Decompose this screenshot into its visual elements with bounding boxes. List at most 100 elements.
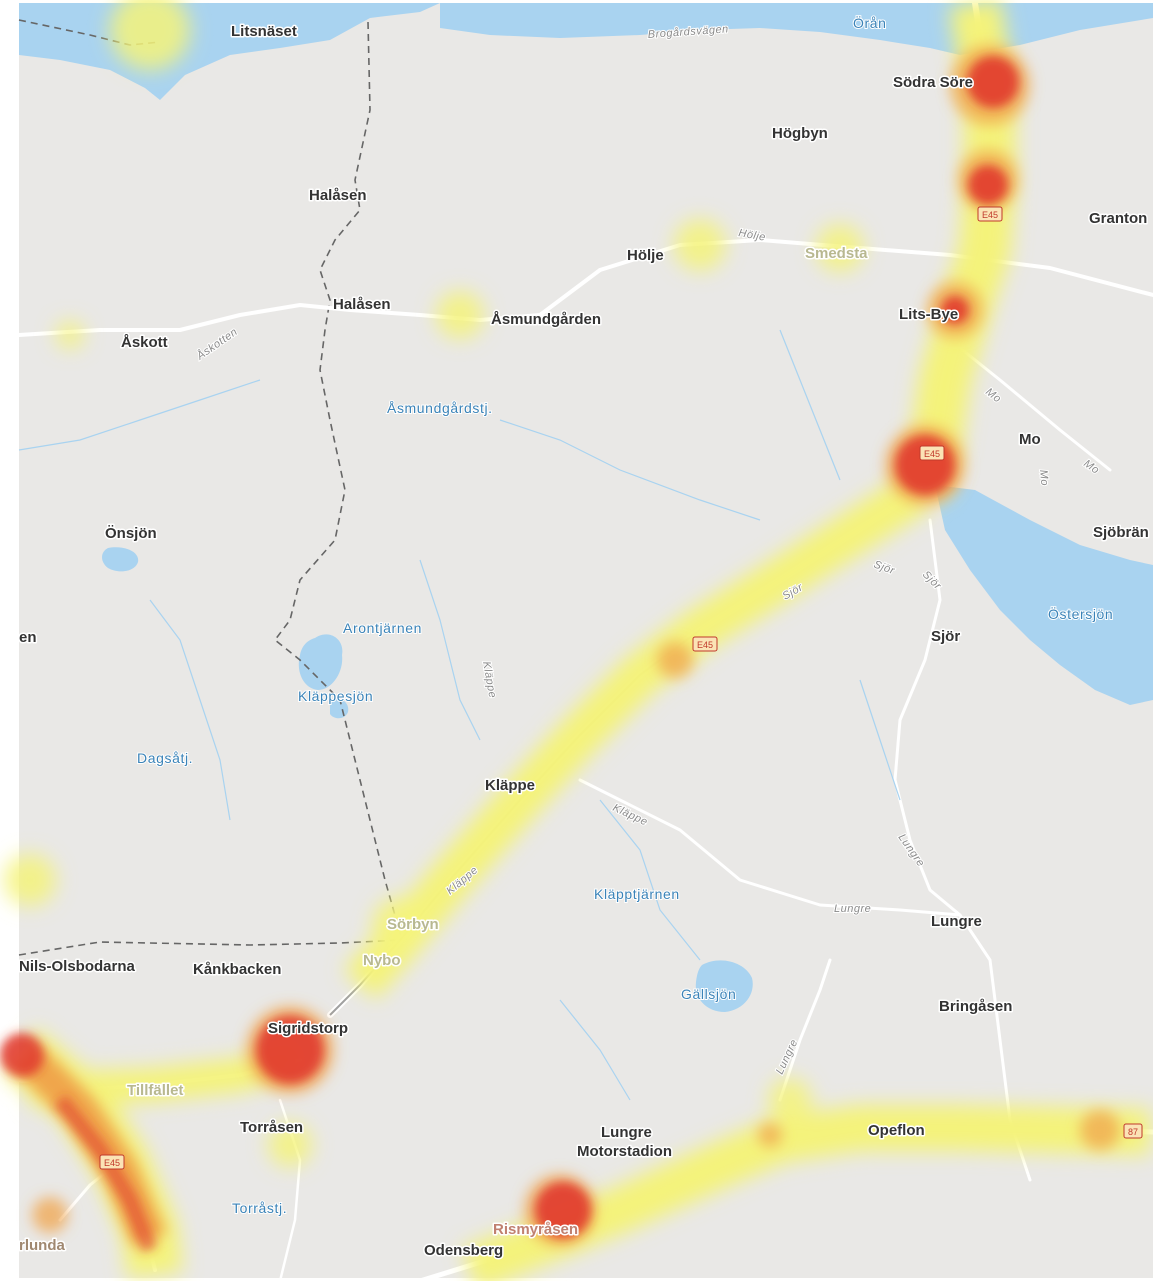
heat-87-mid xyxy=(1080,1110,1120,1150)
heat-smedsta xyxy=(816,224,864,272)
place-label-opeflon: Opeflon xyxy=(868,1122,925,1139)
shield-e45-mid-label: E45 xyxy=(697,640,713,650)
municipal-border-north xyxy=(18,19,161,46)
shield-road-87-label: 87 xyxy=(1128,1127,1138,1137)
municipal-border-horizontal xyxy=(18,939,403,956)
place-label-lits-bye: Lits-Bye xyxy=(899,306,958,323)
heat-corridor-e45-south xyxy=(343,471,932,1000)
place-label-sodra-sore: Södra Söre xyxy=(893,74,973,91)
stream-3 xyxy=(599,799,701,961)
heat-sw-high xyxy=(53,1095,158,1253)
place-label-sjor: Sjör xyxy=(931,628,960,645)
heat-litsnaset xyxy=(110,0,190,70)
shield-road-87: 87 xyxy=(1123,1123,1143,1139)
heat-torrasen xyxy=(268,1123,312,1167)
road-klappe-lungre xyxy=(578,778,962,917)
shield-e45-mo-label: E45 xyxy=(924,449,940,459)
heat-opeflon-mid xyxy=(758,1123,782,1147)
heat-holje xyxy=(674,219,726,271)
place-label-lunda: rlunda xyxy=(19,1237,65,1254)
heat-e45-north-high xyxy=(968,165,1008,205)
water-label-ostersjon: Östersjön xyxy=(1048,605,1113,622)
place-label-mo: Mo xyxy=(1019,431,1041,448)
road-lungre-vertical xyxy=(893,518,1032,1182)
shield-e45-south: E45 xyxy=(99,1154,125,1170)
place-label-kankbacken: Kånkbacken xyxy=(193,961,281,978)
place-label-holje: Hölje xyxy=(627,247,664,264)
shield-e45-mid: E45 xyxy=(692,636,718,652)
road-label-mo-2: Mo xyxy=(1037,469,1050,486)
heat-sw-edge-high xyxy=(0,1033,44,1077)
stream-1 xyxy=(18,379,261,451)
place-label-litsnaset: Litsnäset xyxy=(231,23,297,40)
stream-5 xyxy=(419,559,481,741)
shield-e45-north-label: E45 xyxy=(982,210,998,220)
place-label-lungre-motorstadion-1: Lungre xyxy=(601,1124,652,1141)
place-label-lungre: Lungre xyxy=(931,913,982,930)
place-label-sigridstorp: Sigridstorp xyxy=(268,1020,348,1037)
stream-4 xyxy=(149,599,231,821)
road-label-holje: Hölje xyxy=(737,227,766,244)
place-label-torrasen: Torråsen xyxy=(240,1119,303,1136)
place-label-smedsta: Smedsta xyxy=(805,245,868,262)
water-label-gallsjon: Gällsjön xyxy=(681,986,736,1002)
place-label-lungre-motorstadion-2: Motorstadion xyxy=(577,1143,672,1160)
border-layer xyxy=(18,19,403,956)
heat-e45-mid-mid xyxy=(657,642,693,678)
heat-sodra-sore-high xyxy=(967,56,1019,108)
road-lungre-north xyxy=(778,958,832,1102)
place-label-en: en xyxy=(19,629,37,646)
place-label-rismyrasen: Rismyråsen xyxy=(493,1221,578,1238)
water-label-torrastj: Torråstj. xyxy=(232,1200,287,1216)
water-label-oran: Örån xyxy=(853,14,887,31)
heat-sw-left-mid xyxy=(32,1197,68,1233)
lake-onsjon xyxy=(102,547,139,572)
shield-e45-south-label: E45 xyxy=(104,1158,120,1168)
place-label-nils-olsbodarna: Nils-Olsbodarna xyxy=(19,958,136,975)
place-label-sjobran: Sjöbrän xyxy=(1093,524,1149,541)
place-label-sorbyn: Sörbyn xyxy=(387,916,439,933)
stream-6 xyxy=(779,329,841,481)
place-label-asmundgarden: Åsmundgården xyxy=(491,311,601,328)
stream-8 xyxy=(859,679,901,801)
place-label-bringasen: Bringåsen xyxy=(939,998,1012,1015)
stream-2 xyxy=(499,419,761,521)
heat-lungre-north xyxy=(768,1078,812,1122)
shield-e45-mo: E45 xyxy=(919,445,945,461)
heat-west-edge xyxy=(4,854,56,906)
road-halasen-west xyxy=(17,268,602,337)
place-label-klappe: Kläppe xyxy=(485,777,535,794)
heat-high xyxy=(0,56,1019,1253)
place-label-askott: Åskott xyxy=(121,334,168,351)
heat-askott xyxy=(56,321,84,349)
heat-mo-high xyxy=(895,435,955,495)
heat-sigridstorp-high xyxy=(256,1016,324,1084)
water-label-klappesjon: Kläppesjön xyxy=(298,688,373,704)
lake-ostersjon xyxy=(935,485,1153,705)
water-label-klapptjarnen: Kläpptjärnen xyxy=(594,886,680,902)
shield-layer: E45 E45 E45 E45 87 xyxy=(99,206,1143,1170)
place-label-granton: Granton xyxy=(1089,210,1147,227)
place-label-layer: Litsnäset Södra Söre Högbyn Granton Halå… xyxy=(18,22,1151,1261)
heat-lits-bye-high xyxy=(941,296,969,324)
water-label-asmundgardstj: Åsmundgårdstj. xyxy=(387,400,493,416)
place-label-halasen-north: Halåsen xyxy=(309,187,367,204)
shield-e45-north: E45 xyxy=(977,206,1003,222)
place-label-halasen: Halåsen xyxy=(333,296,391,313)
water-label-layer: Örån Åsmundgårdstj. Arontjärnen Kläppesj… xyxy=(136,13,1114,1217)
heat-asmundgarden xyxy=(436,291,484,339)
water-label-dagsatj: Dagsåtj. xyxy=(137,750,193,766)
place-label-odensberg: Odensberg xyxy=(424,1242,503,1259)
place-label-nybo: Nybo xyxy=(363,952,401,969)
heat-sorbyn xyxy=(372,897,428,953)
place-label-onsjon: Önsjön xyxy=(105,525,157,542)
place-label-hogbyn: Högbyn xyxy=(772,125,828,142)
lake-gallsjon xyxy=(695,960,753,1012)
stream-layer xyxy=(18,329,901,1101)
heat-rismyrasen-high xyxy=(535,1182,591,1238)
water-label-arontjarnen: Arontjärnen xyxy=(343,620,422,636)
lake-klappesjon xyxy=(298,634,343,690)
place-label-tillfallet: Tillfället xyxy=(127,1082,183,1099)
